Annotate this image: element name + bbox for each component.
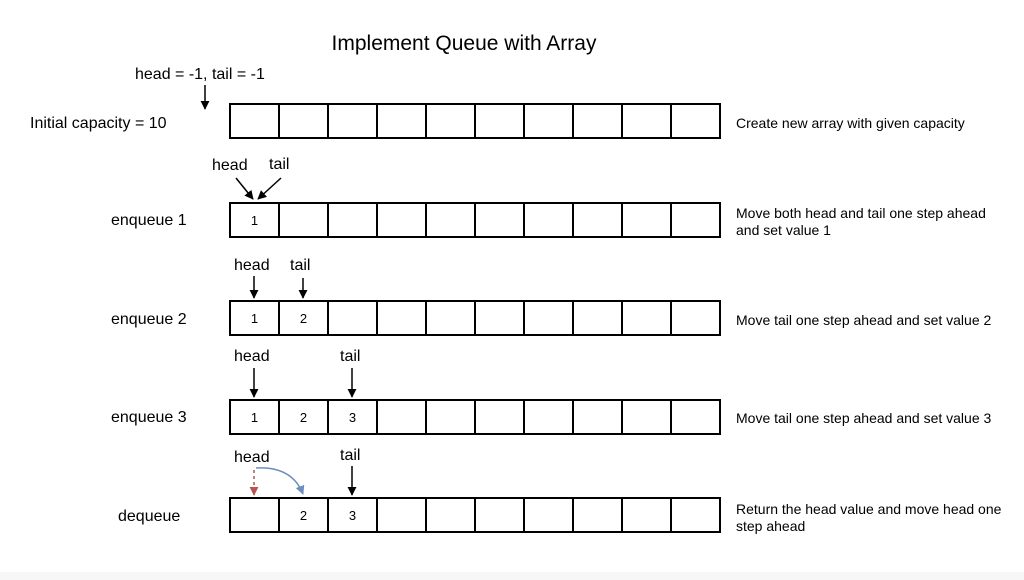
description-line: Move both head and tail one step ahead (736, 205, 986, 221)
head-move-arrow (255, 467, 305, 495)
array-cell: 2 (278, 399, 327, 435)
array-row-enqueue-1: 1 (229, 202, 721, 238)
array-cell (621, 300, 670, 336)
array-cell (523, 399, 572, 435)
row-label-enqueue-3: enqueue 3 (111, 409, 187, 426)
array-cell (376, 103, 425, 139)
array-cell (523, 202, 572, 238)
array-cell (572, 399, 621, 435)
array-cell (670, 103, 721, 139)
array-cell (474, 202, 523, 238)
array-cell (425, 202, 474, 238)
array-cell (425, 103, 474, 139)
row-description-enqueue-1: Move both head and tail one step ahead a… (736, 205, 986, 239)
row-description-enqueue-2: Move tail one step ahead and set value 2 (736, 312, 991, 329)
row-description-enqueue-3: Move tail one step ahead and set value 3 (736, 410, 991, 427)
array-cell: 2 (278, 497, 327, 533)
array-cell (327, 202, 376, 238)
row-label-enqueue-1: enqueue 1 (111, 212, 187, 229)
head-arrow-enqueue-1 (235, 177, 254, 200)
array-cell (621, 399, 670, 435)
description-line: Move tail one step ahead and set value 2 (736, 312, 992, 328)
array-row-dequeue: 2 3 (229, 497, 721, 533)
array-cell (670, 399, 721, 435)
tail-pointer-label: tail (340, 348, 361, 365)
tail-pointer-label: tail (269, 156, 290, 173)
array-cell (425, 300, 474, 336)
head-pointer-label: head (212, 157, 248, 174)
array-cell (229, 103, 278, 139)
array-cell (474, 103, 523, 139)
array-cell (523, 497, 572, 533)
head-pointer-label: head (234, 348, 270, 365)
array-cell: 2 (278, 300, 327, 336)
array-cell (474, 399, 523, 435)
tail-pointer-label: tail (340, 447, 361, 464)
row-label-dequeue: dequeue (118, 508, 181, 525)
array-cell (425, 497, 474, 533)
array-cell (376, 497, 425, 533)
array-cell (376, 399, 425, 435)
row-description-initial: Create new array with given capacity (736, 115, 965, 132)
head-pointer-label: head (234, 449, 270, 466)
array-cell (572, 300, 621, 336)
array-cell (376, 300, 425, 336)
row-description-dequeue: Return the head value and move head one … (736, 501, 1001, 535)
array-cell: 3 (327, 497, 376, 533)
array-cell: 3 (327, 399, 376, 435)
array-cell (523, 103, 572, 139)
initial-pointer-label: head = -1, tail = -1 (135, 66, 265, 83)
description-line: Return the head value and move head one (736, 501, 1002, 517)
array-cell (621, 202, 670, 238)
array-cell (474, 497, 523, 533)
description-line: and set value 1 (736, 222, 831, 238)
array-cell (621, 103, 670, 139)
array-cell (670, 497, 721, 533)
array-cell (572, 202, 621, 238)
array-cell (474, 300, 523, 336)
array-row-initial (229, 103, 721, 139)
array-cell: 1 (229, 399, 278, 435)
row-label-initial: Initial capacity = 10 (30, 115, 167, 132)
array-cell (376, 202, 425, 238)
array-cell (327, 103, 376, 139)
array-cell (229, 497, 278, 533)
array-cell: 1 (229, 202, 278, 238)
description-line: Move tail one step ahead and set value 3 (736, 410, 992, 426)
array-cell (572, 497, 621, 533)
array-cell (523, 300, 572, 336)
tail-pointer-label: tail (290, 257, 311, 274)
array-row-enqueue-3: 1 2 3 (229, 399, 721, 435)
array-cell (670, 300, 721, 336)
array-cell (278, 103, 327, 139)
array-cell (278, 202, 327, 238)
array-cell (327, 300, 376, 336)
array-cell (572, 103, 621, 139)
array-row-enqueue-2: 1 2 (229, 300, 721, 336)
description-line: Create new array with given capacity (736, 115, 965, 131)
array-cell: 1 (229, 300, 278, 336)
head-pointer-label: head (234, 257, 270, 274)
tail-arrow-enqueue-1 (257, 177, 282, 200)
array-cell (425, 399, 474, 435)
description-line: step ahead (736, 518, 806, 534)
array-cell (670, 202, 721, 238)
bottom-strip (0, 572, 1024, 580)
row-label-enqueue-2: enqueue 2 (111, 311, 187, 328)
array-cell (621, 497, 670, 533)
diagram-title: Implement Queue with Array (331, 32, 597, 55)
